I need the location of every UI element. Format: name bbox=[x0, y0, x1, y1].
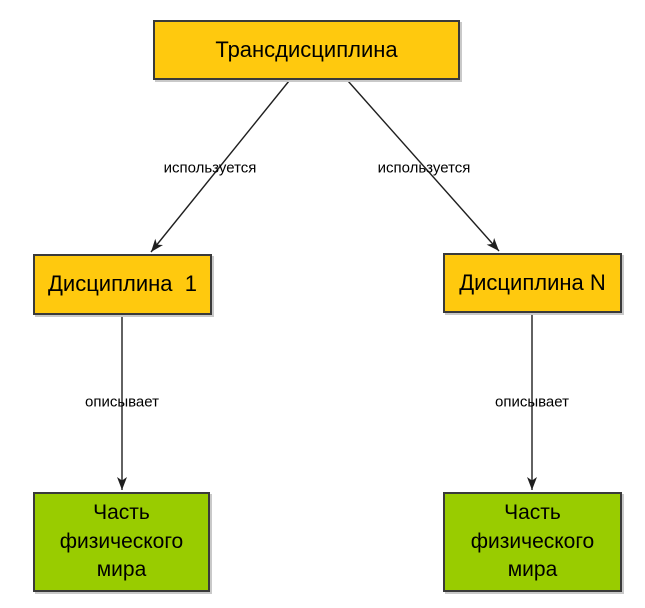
node-world-left-label: Часть физического мира bbox=[59, 501, 184, 582]
node-discipline-1-label: Дисциплина 1 bbox=[48, 271, 197, 297]
node-world-left: Часть физического мира bbox=[33, 492, 210, 592]
edge-label-describes-left: описывает bbox=[85, 393, 159, 411]
edge-label-uses-right: используется bbox=[377, 159, 471, 177]
node-world-right: Часть физического мира bbox=[443, 492, 622, 592]
edge-label-uses-left: используется bbox=[163, 159, 257, 177]
edge-label-describes-right: описывает bbox=[495, 393, 569, 411]
node-transdiscipline: Трансдисциплина bbox=[153, 20, 460, 80]
node-discipline-n-label: Дисциплина N bbox=[459, 269, 606, 295]
node-discipline-n: Дисциплина N bbox=[443, 253, 622, 313]
node-world-right-label: Часть физического мира bbox=[470, 501, 595, 582]
node-transdiscipline-label: Трансдисциплина bbox=[215, 36, 398, 62]
node-discipline-1: Дисциплина 1 bbox=[33, 254, 212, 315]
